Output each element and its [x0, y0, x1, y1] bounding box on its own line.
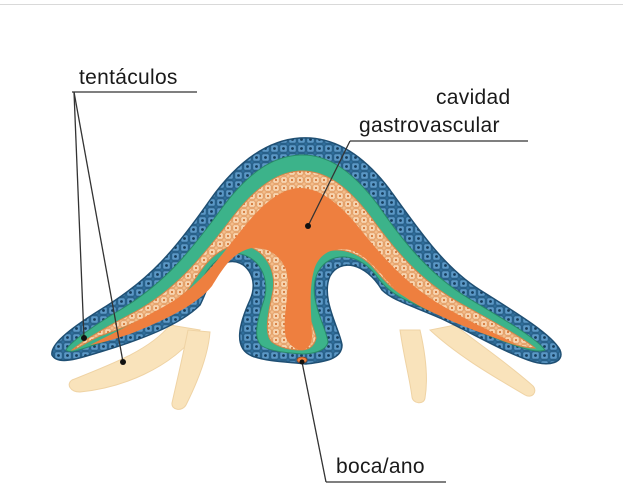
tentacle-far-left: [68, 324, 201, 393]
tentacle-inner-left: [171, 329, 211, 410]
gastrovascular-cavity: [90, 188, 516, 350]
label-boca-ano: boca/ano: [336, 455, 425, 478]
leader-cavidad-diagonal: [307, 140, 351, 227]
leader-boca-vertical: [301, 361, 327, 483]
tentacles: [68, 324, 536, 410]
label-gastrovascular: gastrovascular: [359, 114, 500, 137]
label-tentaculos: tentáculos: [79, 66, 178, 89]
dot-mouth: [299, 359, 305, 365]
dot-cavity: [305, 223, 311, 229]
label-cavidad: cavidad: [436, 86, 511, 109]
tentacle-inner-right: [399, 329, 427, 404]
leader-lines: [72, 91, 528, 483]
top-divider: [0, 4, 623, 5]
leader-tentaculos-right: [73, 91, 124, 363]
leader-tentaculos-left: [73, 91, 85, 339]
tentacle-far-right: [428, 324, 536, 397]
dot-tentacle-left: [81, 335, 87, 341]
dot-tentacle-right: [120, 359, 126, 365]
pointer-dots: [81, 223, 311, 365]
